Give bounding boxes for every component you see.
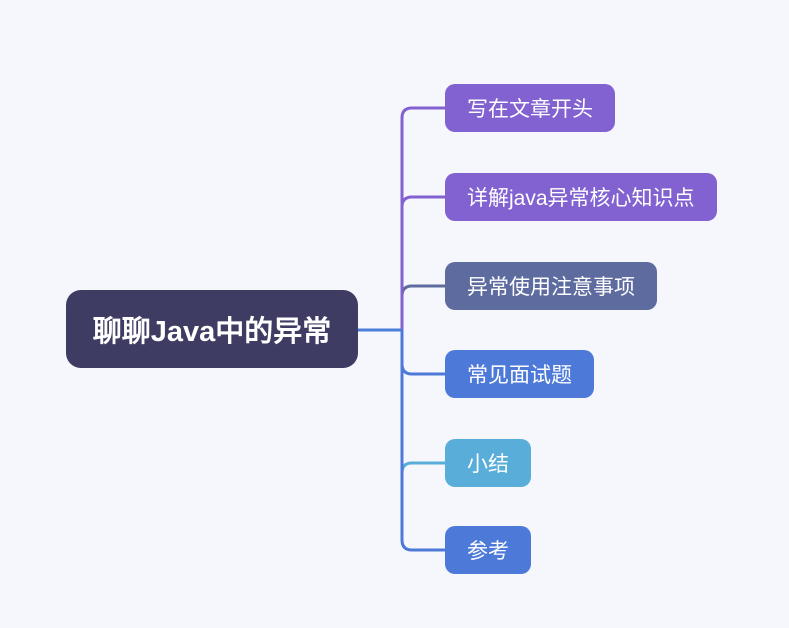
branch-node-reference[interactable]: 参考 — [445, 526, 531, 574]
root-node[interactable]: 聊聊Java中的异常 — [66, 290, 358, 368]
connector-branch-summary — [400, 330, 445, 474]
connector-branch-core — [400, 195, 445, 330]
connector-branch-intro — [400, 106, 445, 330]
connector-branch-notes — [400, 284, 445, 330]
branch-node-summary[interactable]: 小结 — [445, 439, 531, 487]
branch-node-core-knowledge[interactable]: 详解java异常核心知识点 — [445, 173, 717, 221]
connector-branch-reference — [400, 330, 445, 552]
connector-branch-interview — [400, 330, 445, 376]
branch-node-intro[interactable]: 写在文章开头 — [445, 84, 615, 132]
branch-node-usage-notes[interactable]: 异常使用注意事项 — [445, 262, 657, 310]
branch-node-interview-questions[interactable]: 常见面试题 — [445, 350, 594, 398]
